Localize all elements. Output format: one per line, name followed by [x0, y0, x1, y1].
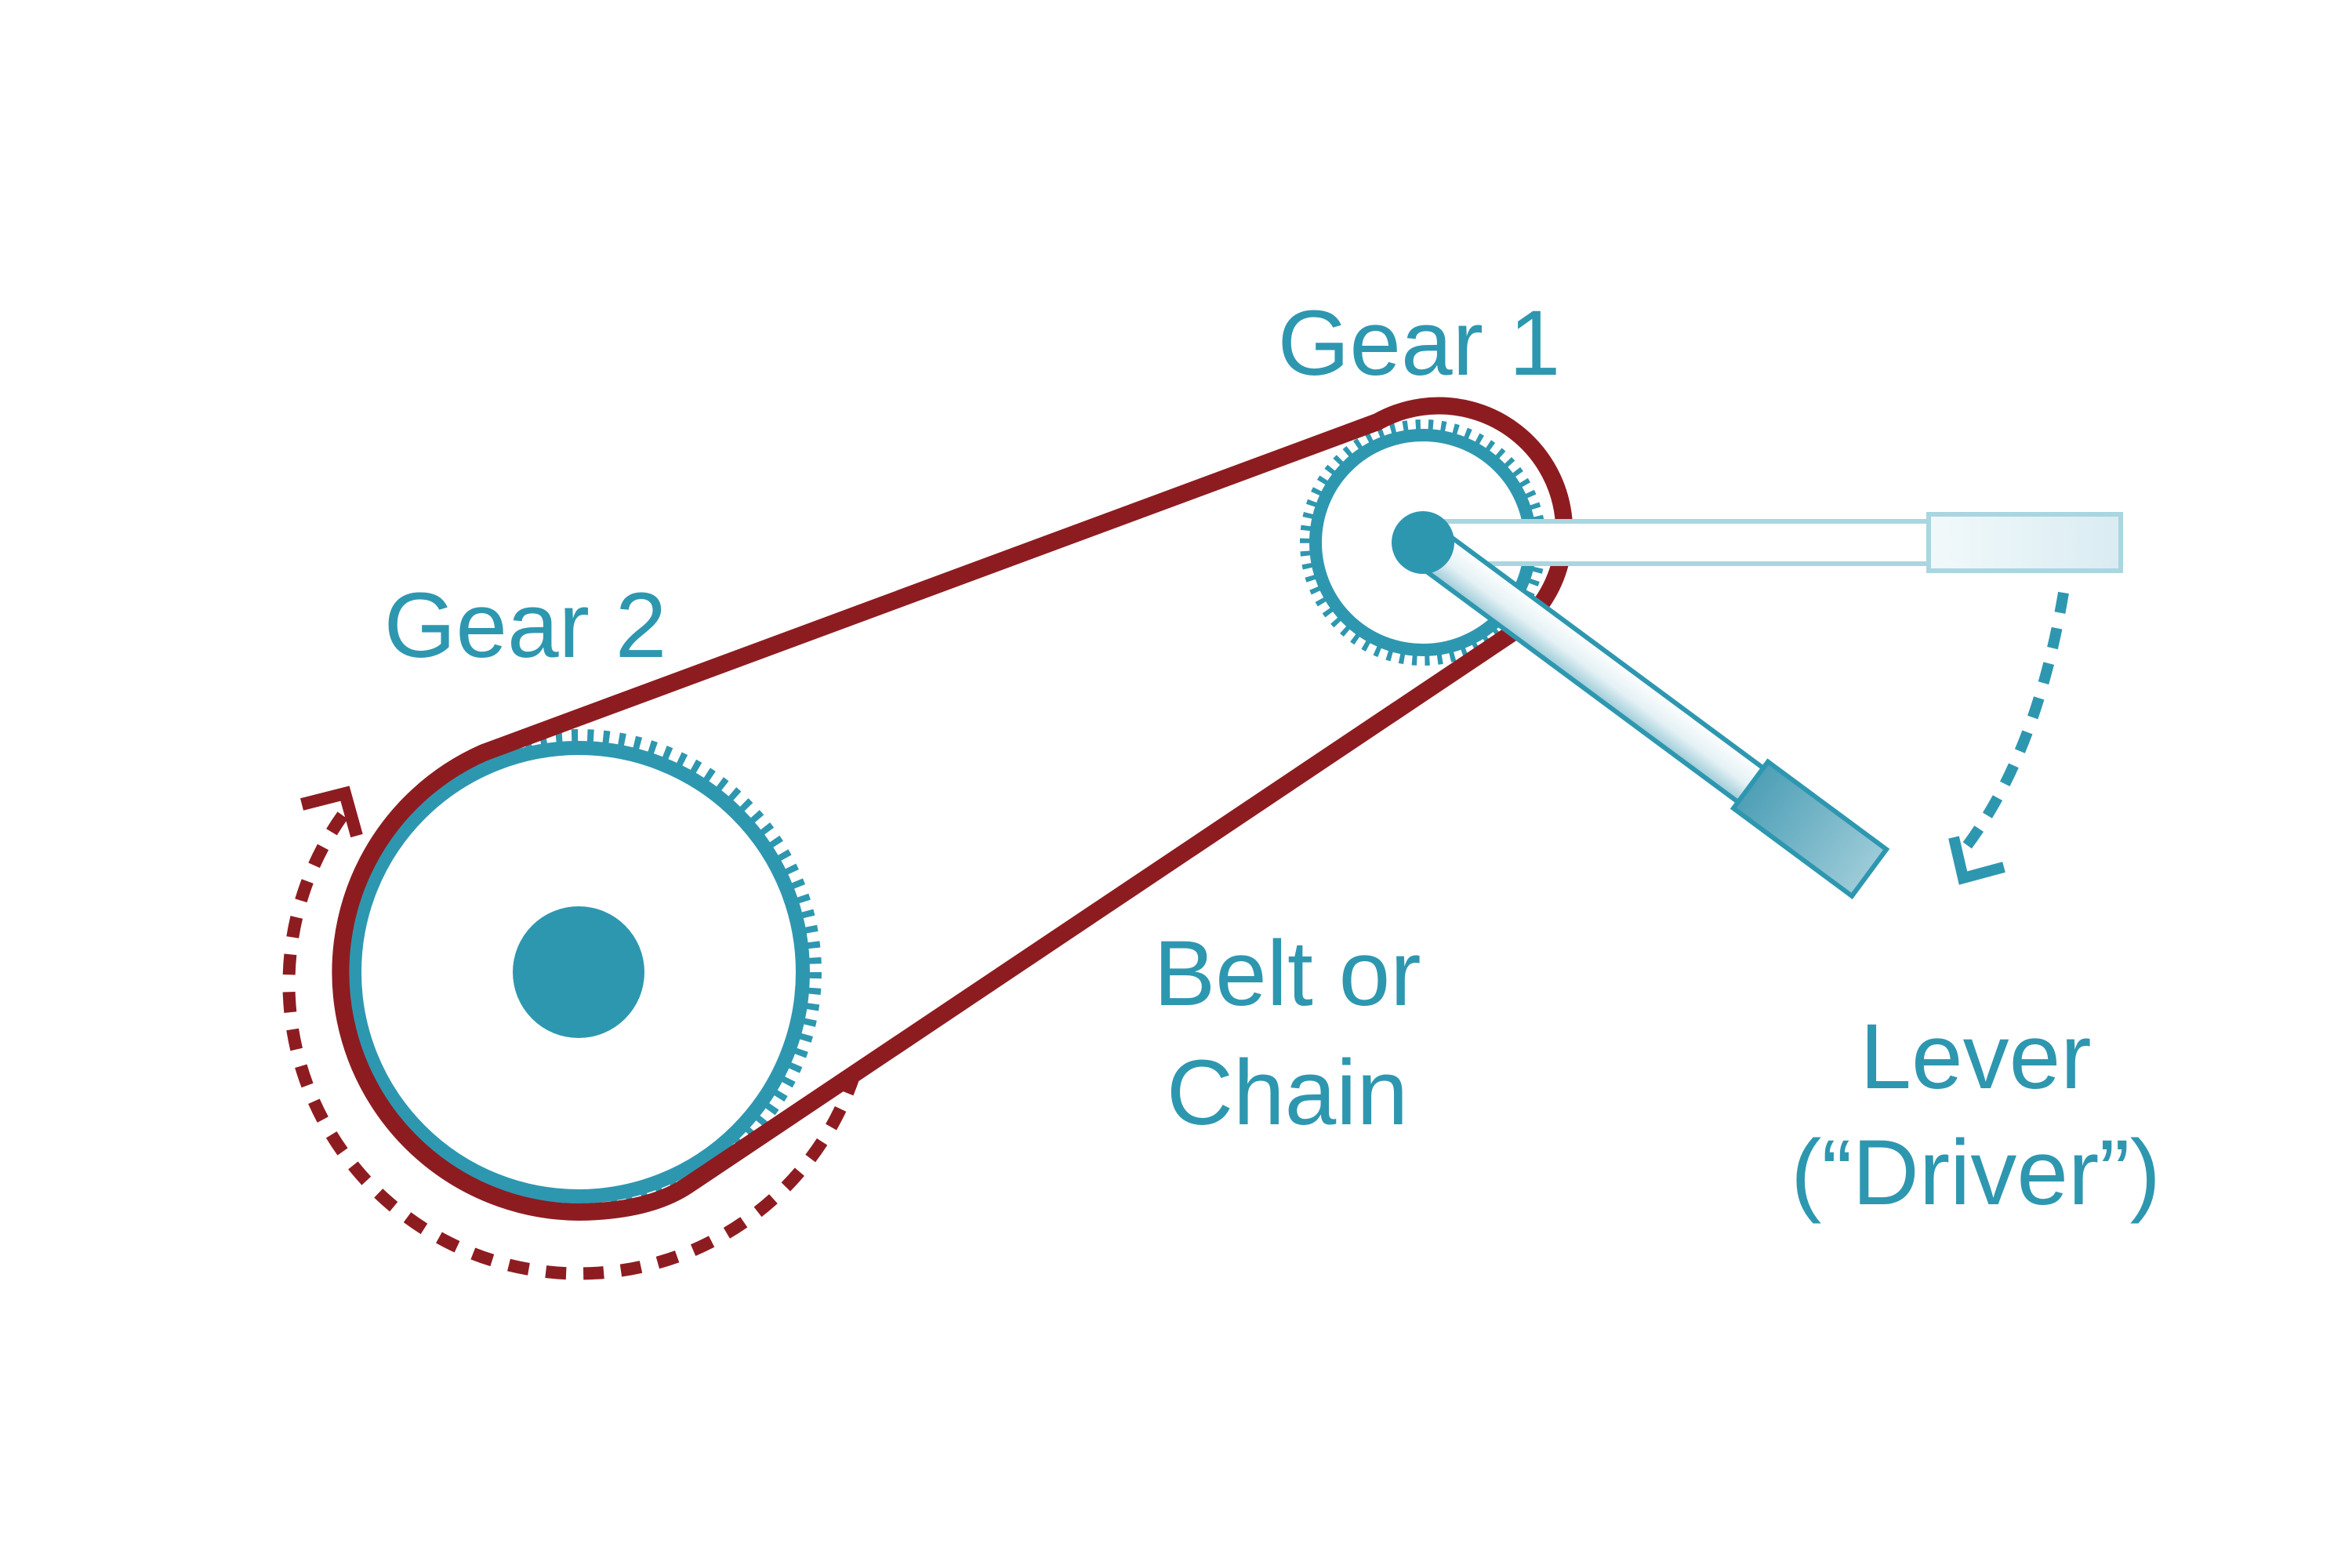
gear-2-rotation-path [282, 811, 861, 1280]
lever-ghost [1421, 512, 2123, 573]
belt-label-line2: Chain [1167, 1041, 1408, 1145]
gear-2-hub [513, 906, 644, 1038]
lever-ghost-handle [1926, 512, 2123, 573]
lever-label-line1: Lever [1860, 1005, 2091, 1109]
lever-label-line2: (“Driver”) [1791, 1121, 2161, 1225]
gear-2-teeth [336, 729, 822, 1215]
belt-label-line1: Belt or [1153, 922, 1421, 1025]
lever-handle [1730, 758, 1890, 900]
lever-ghost-rod [1421, 519, 1935, 566]
lever [1406, 522, 1890, 900]
gear-2 [336, 729, 822, 1215]
rotation-arrow-lever [1948, 591, 2069, 885]
belt [332, 397, 1573, 1221]
gear-2-arrowhead-icon [300, 786, 363, 838]
gear-1-label: Gear 1 [1278, 292, 1561, 395]
lever-arrowhead-icon [1948, 836, 2005, 885]
gear-2-label: Gear 2 [384, 574, 667, 677]
rotation-arrow-gear-2 [282, 786, 861, 1280]
gear-1-hub [1392, 511, 1454, 574]
lever-rotation-path [1962, 591, 2069, 851]
